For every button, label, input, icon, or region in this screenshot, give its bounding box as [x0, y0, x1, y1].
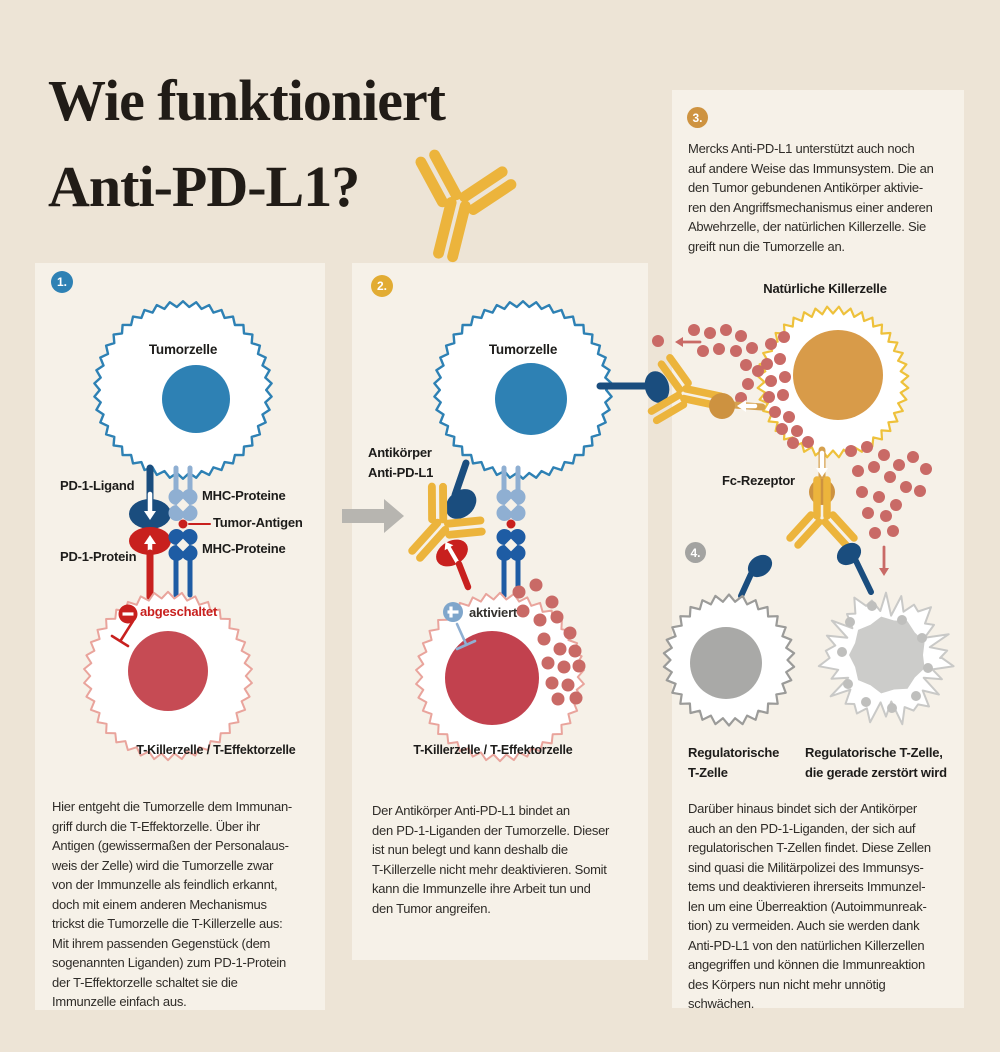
panel-2-body: Der Antikörper Anti-PD-L1 bindet an den …: [372, 803, 610, 916]
page-title: Wie funktioniert Anti-PD-L1?: [48, 68, 446, 219]
step-4-badge: 4.: [685, 542, 706, 563]
panel-3-body: Darüber hinaus bindet sich der Antikörpe…: [688, 801, 931, 1011]
panel-3-card: [672, 90, 964, 1008]
t-killer-cell-label-2: T-Killerzelle / T-Effektorzelle: [413, 743, 573, 757]
panel-1-body: Hier entgeht die Tumorzelle dem Immunan-…: [52, 799, 293, 1009]
step-1-badge: 1.: [51, 271, 73, 293]
panel-3-intro: Mercks Anti-PD-L1 unterstützt auch noch …: [688, 141, 934, 254]
treg-label: Regulatorische T-Zelle: [688, 745, 780, 780]
t-killer-cell-label-1: T-Killerzelle / T-Effektorzelle: [136, 743, 296, 757]
tumor-cell-label-2: Tumorzelle: [488, 342, 558, 357]
nk-cell-label: Natürliche Killerzelle: [763, 281, 887, 296]
state-on-label: aktiviert: [469, 605, 518, 620]
treg-destroyed-label: Regulatorische T-Zelle, die gerade zerst…: [805, 745, 947, 780]
mhc-top-label: MHC-Proteine: [202, 488, 286, 503]
tumor-cell-label-1: Tumorzelle: [148, 342, 218, 357]
pd1-protein-label: PD-1-Protein: [60, 549, 137, 564]
state-off-label: abgeschaltet: [140, 604, 218, 619]
pd1-ligand-label: PD-1-Ligand: [60, 478, 135, 493]
tumor-antigen-label: Tumor-Antigen: [213, 515, 303, 530]
mhc-bottom-label: MHC-Proteine: [202, 541, 286, 556]
step-2-badge: 2.: [371, 275, 393, 297]
antibody-label: Antikörper Anti-PD-L1: [368, 445, 434, 480]
step-3-badge: 3.: [687, 107, 708, 128]
fc-receptor-label: Fc-Rezeptor: [722, 473, 795, 488]
